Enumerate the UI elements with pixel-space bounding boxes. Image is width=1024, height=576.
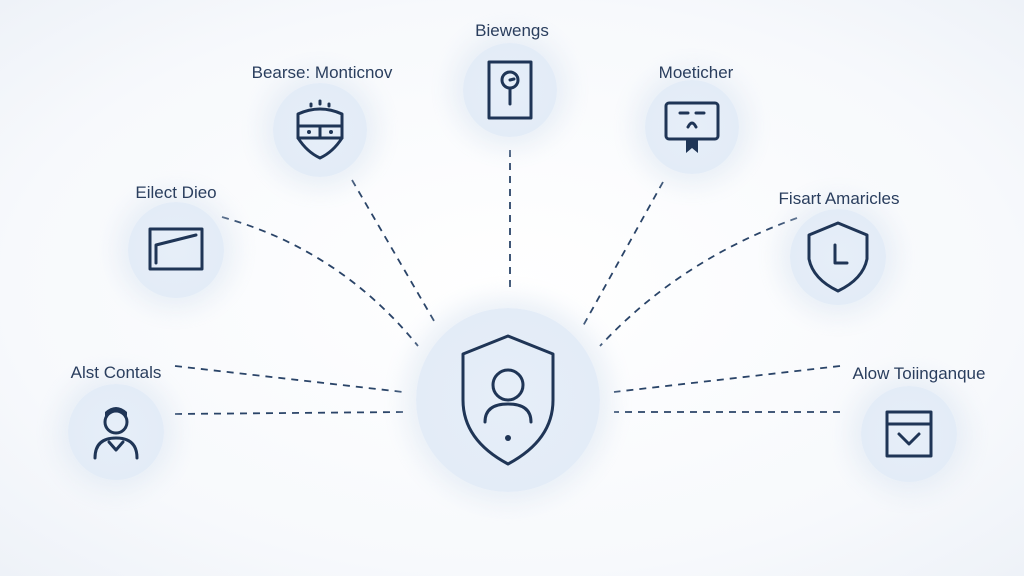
crest-shield-icon (296, 99, 344, 160)
shield-user-icon (461, 334, 555, 466)
connector-top-right (582, 181, 664, 327)
key-panel-icon (487, 60, 533, 120)
node-label: Eilect Dieo (135, 183, 217, 202)
connector-top-left (351, 179, 438, 327)
connector-bottom-left-1 (174, 365, 404, 393)
node-alst-contals[interactable] (68, 384, 164, 480)
node-label: Alow Toiinganque (852, 364, 986, 383)
connector-bottom-left-2 (174, 411, 404, 415)
certificate-icon (664, 101, 720, 153)
person-icon (93, 407, 139, 460)
node-moeticher[interactable] (645, 80, 739, 174)
node-label: Fisart Amaricles (778, 189, 900, 208)
checkbox-down-icon (885, 410, 933, 458)
shield-clock-icon (807, 221, 869, 293)
node-bearse-monticnov[interactable] (273, 83, 367, 177)
window-icon (148, 227, 204, 271)
node-label: Biewengs (475, 21, 549, 40)
connector-bottom-right-1 (613, 365, 841, 393)
node-eilect-dieo[interactable] (128, 202, 224, 298)
node-biewengs[interactable] (463, 43, 557, 137)
node-label: Moeticher (658, 63, 734, 82)
node-label: Alst Contals (70, 363, 162, 382)
node-alow-toiinganque[interactable] (861, 386, 957, 482)
connector-left (221, 216, 419, 347)
node-fisart-amaricles[interactable] (790, 209, 886, 305)
connector-right (599, 217, 798, 347)
node-label: Bearse: Monticnov (251, 63, 393, 82)
center-node[interactable] (416, 308, 600, 492)
